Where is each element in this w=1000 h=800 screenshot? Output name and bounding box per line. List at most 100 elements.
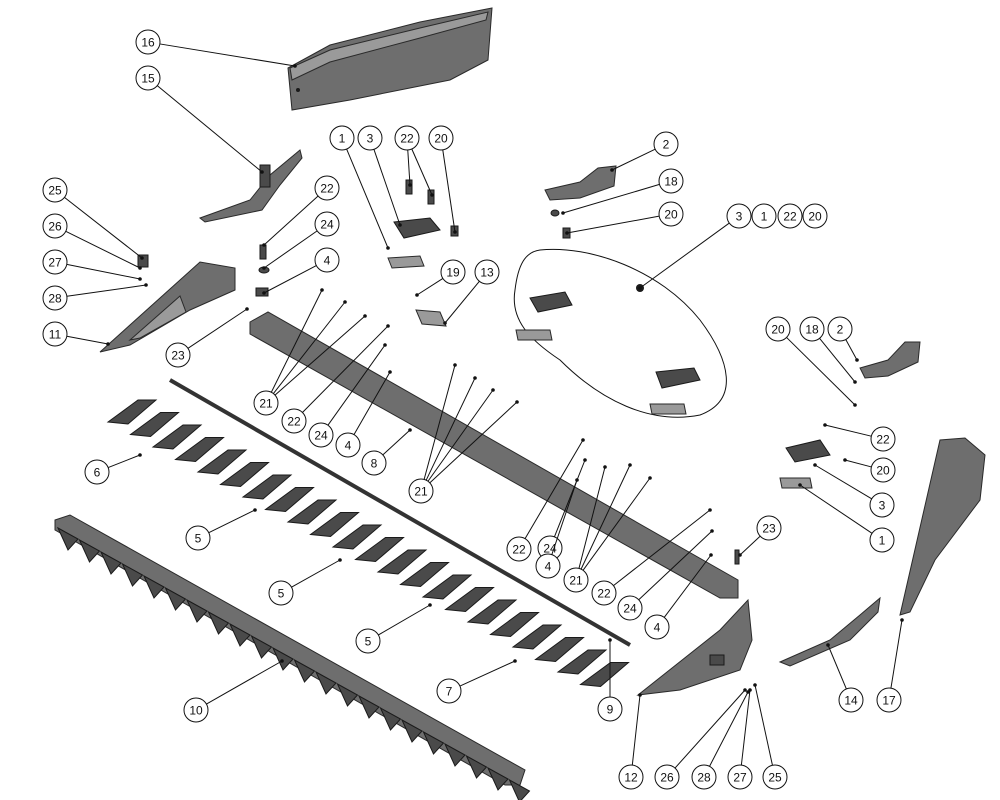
knife-sections xyxy=(106,399,630,688)
callout-number: 21 xyxy=(569,574,583,588)
callout-circle xyxy=(253,390,279,416)
leader-arrow-icon xyxy=(753,683,757,687)
leader-arrow-icon xyxy=(320,288,324,292)
callout-21: 21 xyxy=(563,463,652,593)
callout-4: 4 xyxy=(262,247,340,295)
guard-tooth xyxy=(293,658,316,683)
leader-line xyxy=(709,691,749,767)
callout-circle xyxy=(658,201,684,227)
leader-line xyxy=(378,604,431,636)
leader-arrow-icon xyxy=(708,508,712,512)
callout-18: 18 xyxy=(561,168,684,215)
leader-arrow-icon xyxy=(610,168,614,172)
callout-5: 5 xyxy=(268,558,342,606)
guard-tooth xyxy=(443,742,466,767)
callout-number: 20 xyxy=(664,208,678,222)
part-13-plate xyxy=(415,309,447,327)
callout-circle xyxy=(799,316,825,342)
leader-line xyxy=(429,401,518,484)
leader-arrow-icon xyxy=(743,688,747,692)
leader-arrow-icon xyxy=(338,558,342,562)
callout-circle xyxy=(658,168,684,194)
leader-arrow-icon xyxy=(262,243,266,247)
leader-line xyxy=(156,85,263,173)
leader-line xyxy=(291,559,341,588)
leader-arrow-icon xyxy=(565,231,569,235)
callout-circle xyxy=(428,125,454,151)
callout-number: 22 xyxy=(400,132,414,146)
callout-circle xyxy=(617,595,643,621)
callout-circle xyxy=(756,515,782,541)
callout-number: 10 xyxy=(189,704,203,718)
leader-line xyxy=(814,464,872,500)
callout-number: 5 xyxy=(278,587,285,601)
callout-number: 1 xyxy=(879,534,886,548)
callout-number: 13 xyxy=(480,266,494,280)
guard-tooth xyxy=(271,646,294,671)
callout-25: 25 xyxy=(42,177,144,260)
callout-21: 21 xyxy=(408,363,519,504)
callout-circle xyxy=(42,321,68,347)
callout-22: 22 xyxy=(262,175,340,247)
leader-arrow-icon xyxy=(491,388,495,392)
leader-line xyxy=(845,339,858,361)
part-11-face xyxy=(128,295,187,341)
part-15-bracket xyxy=(198,149,303,223)
leader-line xyxy=(425,377,476,481)
leader-arrow-icon xyxy=(628,463,632,467)
leader-line xyxy=(270,289,323,393)
callout-number: 22 xyxy=(597,587,611,601)
leader-line xyxy=(263,230,318,269)
callout-number: 22 xyxy=(512,543,526,557)
part-9-rod xyxy=(169,378,631,647)
leader-arrow-icon xyxy=(363,314,367,318)
part-22-bolt xyxy=(259,244,267,260)
leader-line xyxy=(159,43,296,67)
leader-arrow-icon xyxy=(826,643,830,647)
callout-circle xyxy=(751,203,777,229)
callout-number: 28 xyxy=(697,771,711,785)
leader-line xyxy=(890,619,903,689)
leader-line xyxy=(208,509,256,534)
knife-section xyxy=(309,512,360,538)
callout-circle xyxy=(838,687,864,713)
callout-number: 17 xyxy=(882,694,896,708)
leader-line xyxy=(107,454,141,469)
callout-circle xyxy=(42,213,68,239)
callout-circle xyxy=(185,525,211,551)
callout-number: 15 xyxy=(141,72,155,86)
callout-circle xyxy=(535,553,561,579)
guard-tooth xyxy=(465,754,488,779)
leader-arrow-icon xyxy=(260,170,264,174)
callout-5: 5 xyxy=(355,603,432,654)
callout-number: 27 xyxy=(48,256,62,270)
guard-tooth xyxy=(121,562,144,587)
callout-25: 25 xyxy=(753,683,788,790)
callout-18: 18 xyxy=(799,316,857,384)
part-18-washer xyxy=(550,209,560,217)
callout-number: 18 xyxy=(805,323,819,337)
leader-line xyxy=(566,215,660,234)
leader-arrow-icon xyxy=(853,380,857,384)
leader-arrow-icon xyxy=(853,403,857,407)
guard-tooth xyxy=(56,526,79,551)
callout-20: 20 xyxy=(843,457,896,483)
knife-section xyxy=(466,599,518,625)
knife-section xyxy=(264,487,315,513)
callout-circle xyxy=(591,580,617,606)
callout-circle xyxy=(42,249,68,275)
callout-circle xyxy=(644,614,670,640)
callout-3: 3 xyxy=(638,203,752,290)
callout-circle xyxy=(506,536,532,562)
callout-6: 6 xyxy=(84,453,142,485)
leader-arrow-icon xyxy=(608,638,612,642)
leader-arrow-icon xyxy=(453,230,457,234)
group-clip xyxy=(655,367,701,389)
knife-section xyxy=(511,624,563,650)
leader-arrow-icon xyxy=(343,300,347,304)
part-3-clip xyxy=(393,217,441,239)
part-4-clip xyxy=(255,287,269,297)
knife-section xyxy=(354,537,405,563)
